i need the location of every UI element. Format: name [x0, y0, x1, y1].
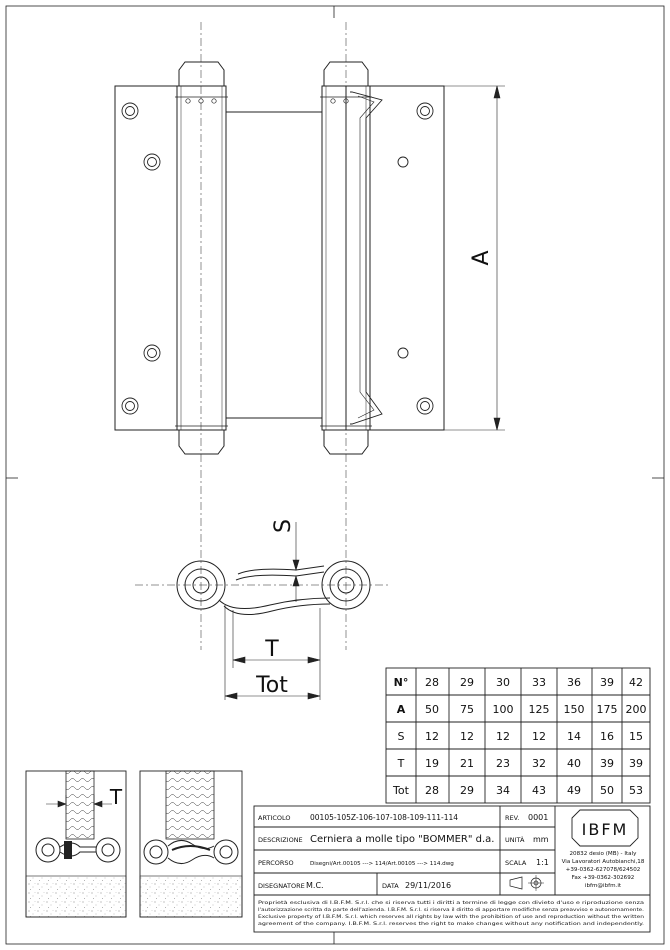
dimension-label-a: A — [469, 250, 494, 265]
unita-value: mm — [533, 835, 549, 844]
table-cell: 150 — [564, 703, 585, 716]
table-row-label: N° — [394, 676, 409, 689]
table-cells: N° A S T Tot 28 50 12 19 28 29 75 12 21 … — [392, 676, 646, 797]
table-cell: 49 — [567, 784, 581, 797]
table-cell: 28 — [425, 676, 439, 689]
company-email-line: ibfm@ibfm.it — [585, 883, 622, 889]
table-cell: 100 — [493, 703, 514, 716]
company-address-line: Via Lavoratori Autobianchi,18 — [562, 859, 645, 865]
table-row-label: Tot — [392, 784, 410, 797]
table-cell: 23 — [496, 757, 510, 770]
scala-label: SCALA — [505, 859, 527, 867]
table-cell: 33 — [532, 676, 546, 689]
table-cell: 19 — [425, 757, 439, 770]
detail-dimension-label-t: T — [109, 785, 123, 809]
table-cell: 36 — [567, 676, 581, 689]
dimension-label-s: S — [271, 519, 296, 533]
rev-label: REV. — [505, 814, 519, 822]
articolo-value: 00105-105Z-106-107-108-109-111-114 — [310, 813, 458, 822]
table-cell: 29 — [460, 784, 474, 797]
hinge-front-view — [114, 22, 505, 650]
disclaimer-line: Proprietà esclusiva di I.B.F.M. S.r.l. c… — [258, 899, 644, 906]
title-block — [253, 805, 651, 933]
company-logo: IBFM — [582, 820, 629, 839]
table-cell: 12 — [532, 730, 546, 743]
descrizione-value: Cerniera a molle tipo "BOMMER" d.a. — [310, 834, 494, 845]
table-cell: 125 — [529, 703, 550, 716]
table-cell: 14 — [567, 730, 581, 743]
disclaimer-line: Exclusive property of I.B.F.M. S.r.l. wh… — [258, 914, 644, 920]
table-cell: 43 — [532, 784, 546, 797]
installation-detail-left — [25, 770, 127, 918]
dimension-label-tot: Tot — [255, 673, 288, 698]
disclaimer-line: l'autorizzazione scritta da parte dell'a… — [258, 907, 644, 913]
data-value: 29/11/2016 — [405, 881, 451, 890]
table-cell: 75 — [460, 703, 474, 716]
table-cell: 50 — [600, 784, 614, 797]
table-cell: 28 — [425, 784, 439, 797]
table-cell: 50 — [425, 703, 439, 716]
table-cell: 175 — [597, 703, 618, 716]
percorso-label: PERCORSO — [258, 859, 294, 867]
descrizione-label: DESCRIZIONE — [258, 836, 303, 844]
table-cell: 39 — [600, 676, 614, 689]
table-cell: 12 — [496, 730, 510, 743]
disegnatore-value: M.C. — [306, 881, 324, 890]
table-cell: 39 — [629, 757, 643, 770]
table-cell: 12 — [460, 730, 474, 743]
company-fax-line: Fax +39-0362-302692 — [572, 875, 635, 881]
table-cell: 29 — [460, 676, 474, 689]
table-cell: 34 — [496, 784, 510, 797]
disclaimer-line: agreement of the company. I.B.F.M. S.r.l… — [258, 921, 644, 927]
dimensions-table — [385, 667, 651, 804]
table-cell: 30 — [496, 676, 510, 689]
table-cell: 15 — [629, 730, 643, 743]
dimension-label-t: T — [264, 637, 279, 662]
table-row-label: T — [397, 757, 405, 770]
scala-value: 1:1 — [536, 858, 549, 867]
table-cell: 53 — [629, 784, 643, 797]
unita-label: UNITÀ — [505, 835, 525, 844]
table-row-label: S — [398, 730, 405, 743]
table-cell: 16 — [600, 730, 614, 743]
hinge-top-view — [176, 522, 371, 700]
sheet-frame — [5, 5, 665, 945]
company-phone-line: +39-0362-627078/624502 — [566, 867, 641, 873]
table-cell: 42 — [629, 676, 643, 689]
rev-value: 0001 — [528, 813, 548, 822]
table-cell: 39 — [600, 757, 614, 770]
table-cell: 21 — [460, 757, 474, 770]
table-row-label: A — [397, 703, 406, 716]
table-cell: 32 — [532, 757, 546, 770]
table-cell: 200 — [626, 703, 647, 716]
disegnatore-label: DISEGNATORE — [258, 882, 305, 890]
title-block-text: ARTICOLO 00105-105Z-106-107-108-109-111-… — [258, 813, 645, 927]
installation-detail-right — [139, 770, 243, 918]
articolo-label: ARTICOLO — [258, 814, 291, 822]
percorso-value: Disegni/Art.00105 ---> 114/Art.00105 ---… — [310, 861, 454, 867]
table-cell: 40 — [567, 757, 581, 770]
company-address-line: 20832 desio (MB) - Italy — [570, 851, 638, 857]
data-label: DATA — [382, 882, 399, 890]
table-cell: 12 — [425, 730, 439, 743]
